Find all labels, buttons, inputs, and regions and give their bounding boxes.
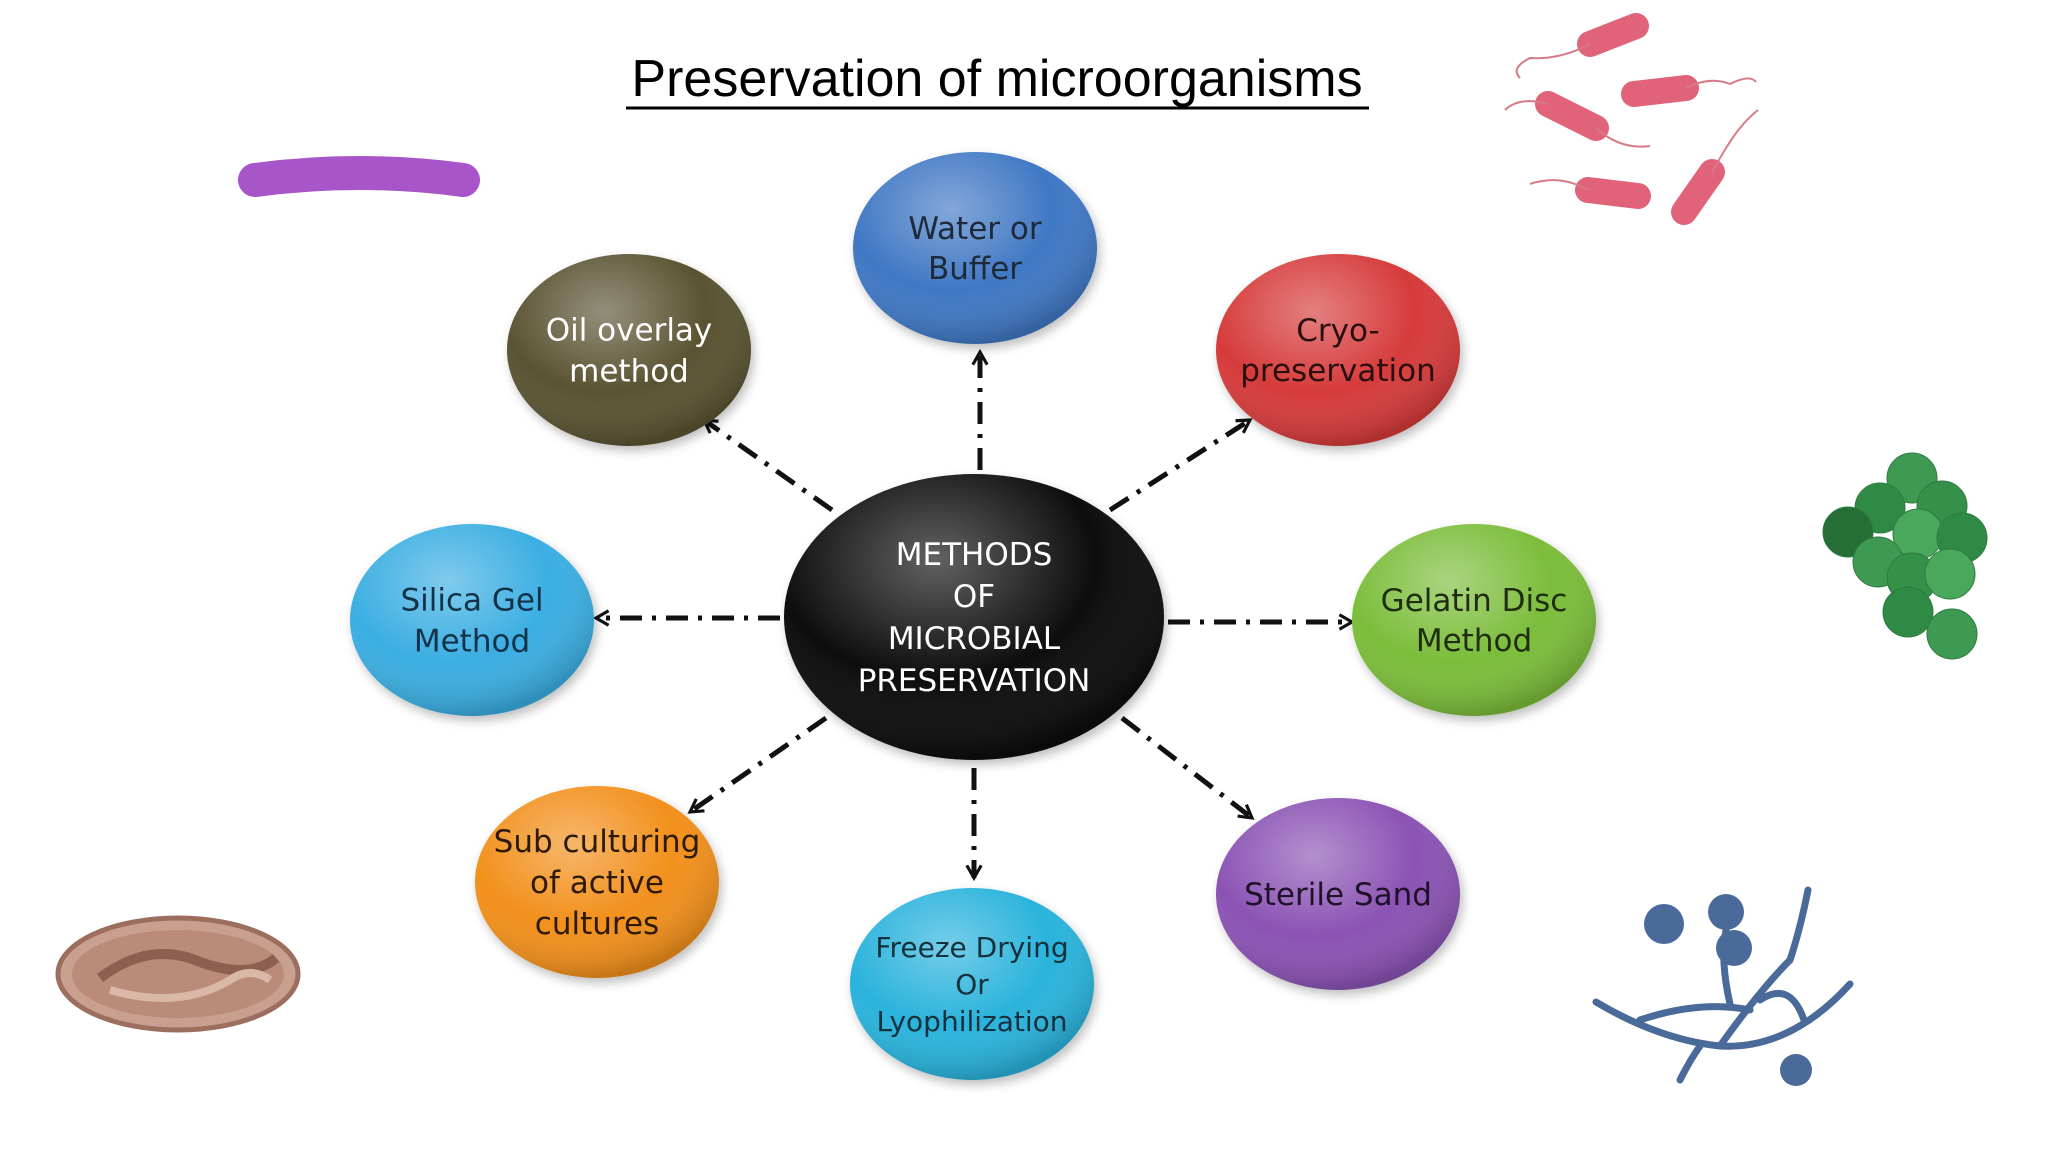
node-highlight-sub-culturing [475, 786, 719, 978]
cell-organelle-icon [55, 915, 301, 1033]
node-highlight-water-buffer [853, 152, 1097, 344]
page-title: Preservation of microorganisms [631, 50, 1362, 108]
arrow-sub-culturing [687, 715, 828, 815]
node-highlight-oil-overlay [507, 254, 751, 446]
node-label-cryopreservation: preservation [1240, 353, 1436, 389]
node-label-gelatin-disc: Method [1416, 623, 1532, 659]
node-label-silica-gel: Silica Gel [400, 582, 543, 618]
cocci-cluster-icon [1822, 452, 1988, 660]
arrow-cryopreservation [1108, 417, 1253, 513]
node-cryopreservation: Cryo-preservation [1216, 254, 1460, 446]
node-label-sterile-sand: Sterile Sand [1244, 877, 1432, 913]
center-label-line: OF [953, 579, 995, 615]
node-sub-culturing: Sub culturing of active cultures [475, 786, 719, 978]
node-label-oil-overlay: Oil overlay [546, 312, 713, 348]
node-highlight-cryopreservation [1216, 254, 1460, 446]
center-label-line: MICROBIAL [888, 621, 1061, 657]
flagellated-bacteria-icon [1504, 13, 1759, 225]
node-highlight-sterile-sand [1216, 798, 1460, 990]
fungus-mycelium-icon [1592, 886, 1854, 1086]
center-label-line: PRESERVATION [858, 663, 1091, 699]
node-highlight-gelatin-disc [1352, 524, 1596, 716]
node-highlight-freeze-drying [850, 888, 1094, 1080]
node-water-buffer: Water or Buffer [853, 152, 1097, 344]
arrow-sterile-sand [1120, 716, 1255, 820]
node-label-sub-culturing: Sub culturing [494, 824, 701, 860]
center-label-line: METHODS [896, 537, 1053, 573]
node-label-freeze-drying: Freeze Drying [875, 931, 1068, 964]
node-oil-overlay: Oil overlay method [507, 254, 751, 446]
arrow-oil-overlay [701, 417, 834, 513]
node-label-silica-gel: Method [414, 623, 530, 659]
node-label-sub-culturing: of active [530, 865, 664, 901]
node-sterile-sand: Sterile Sand [1216, 798, 1460, 990]
center-node-label: METHODS OF MICROBIAL PRESERVATION [858, 537, 1091, 699]
node-label-water-buffer: Buffer [928, 251, 1022, 287]
node-label-sub-culturing: cultures [535, 906, 659, 942]
connector-arrows [592, 348, 1356, 882]
center-node: METHODS OF MICROBIAL PRESERVATION [784, 474, 1164, 760]
rod-bacterium-icon [238, 156, 480, 197]
node-label-water-buffer: Water or [908, 211, 1041, 247]
node-highlight-silica-gel [350, 524, 594, 716]
node-label-cryopreservation: Cryo- [1296, 313, 1379, 349]
node-label-freeze-drying: Lyophilization [876, 1005, 1067, 1038]
node-label-oil-overlay: method [569, 353, 689, 389]
node-label-gelatin-disc: Gelatin Disc [1381, 583, 1568, 619]
node-label-freeze-drying: Or [955, 968, 989, 1001]
